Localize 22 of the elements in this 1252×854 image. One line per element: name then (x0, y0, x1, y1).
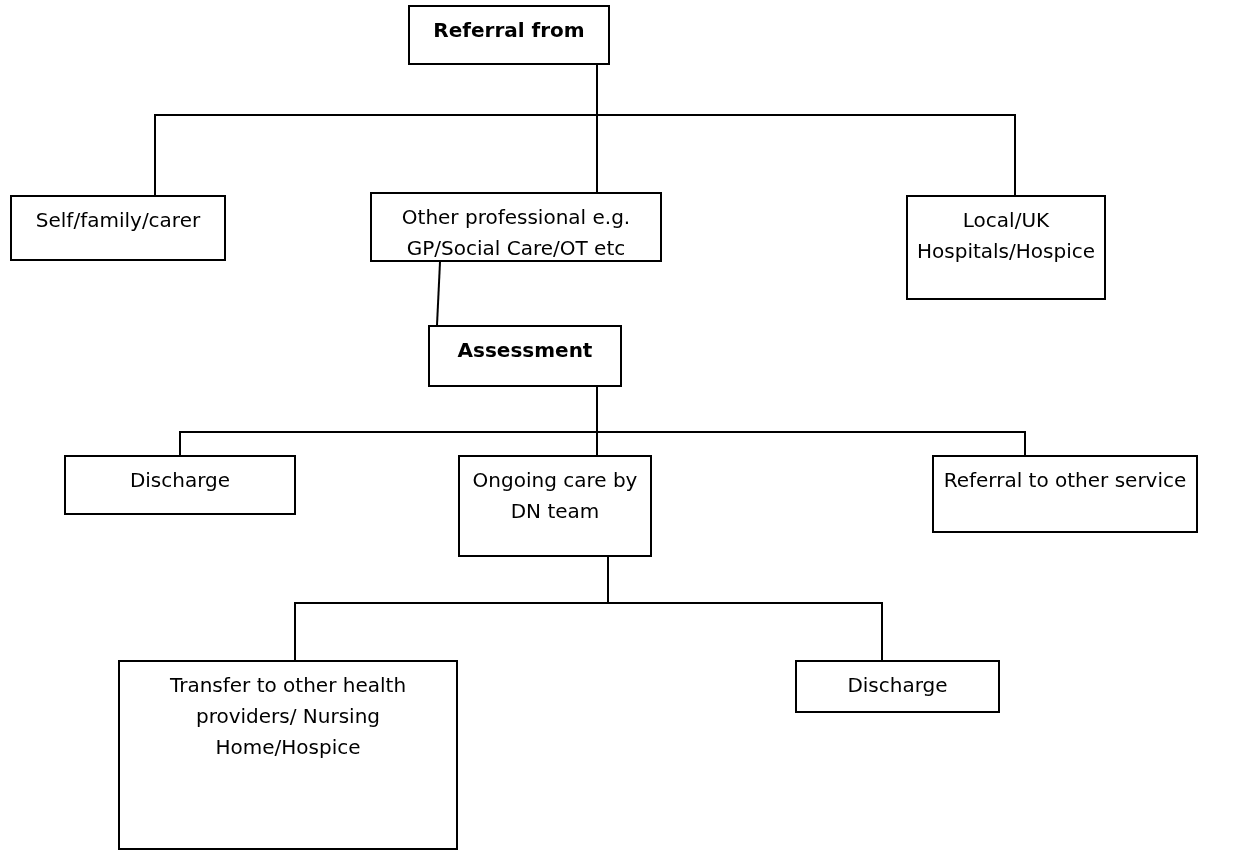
process-box (408, 5, 610, 65)
process-box (795, 660, 1000, 713)
box-label: Self/family/carer (35, 207, 201, 234)
connector-line (607, 556, 883, 661)
process-box (428, 325, 622, 387)
process-box (64, 455, 296, 515)
box-label: Ongoing care by DN team (471, 467, 639, 525)
box-label: Discharge (847, 672, 948, 699)
box-label: Transfer to other health providers/ Nursing Home/Hospice (168, 672, 408, 761)
process-box (118, 660, 458, 850)
process-box (932, 455, 1198, 533)
box-label: Referral from (433, 17, 585, 44)
box-label: Other professional e.g. GP/Social Care/OT etc (400, 204, 632, 262)
process-box (370, 192, 662, 262)
box-label: Assessment (457, 337, 593, 364)
box-label: Referral to other service (943, 467, 1187, 494)
box-label: Discharge (129, 467, 231, 494)
process-box (10, 195, 226, 261)
process-box (458, 455, 652, 557)
box-label: Local/UK Hospitals/Hospice (916, 207, 1096, 265)
process-box (906, 195, 1106, 300)
connector-line (436, 261, 441, 326)
